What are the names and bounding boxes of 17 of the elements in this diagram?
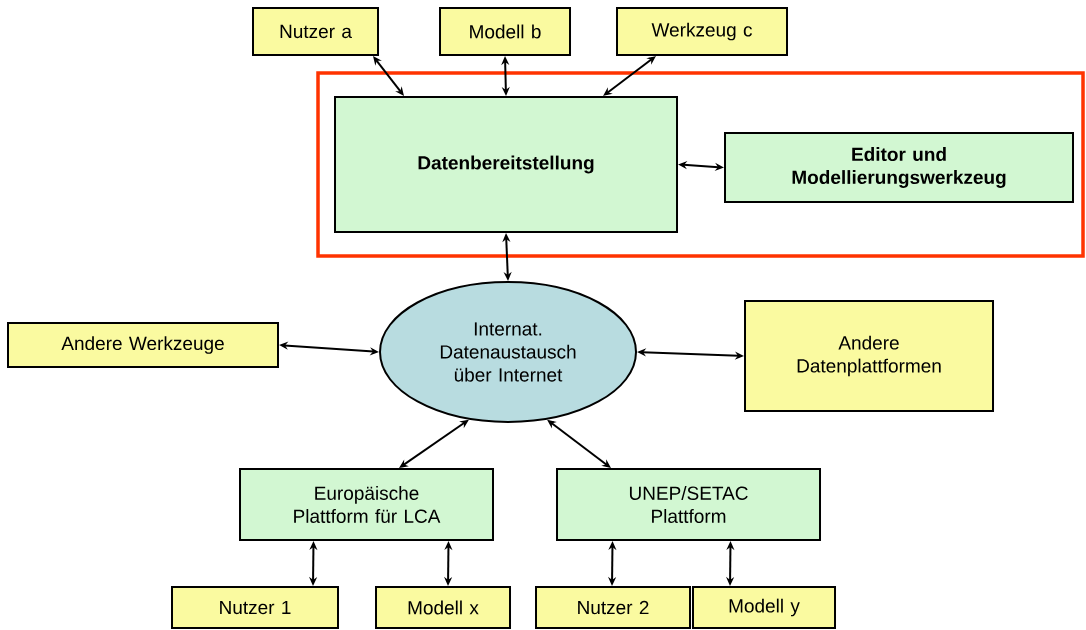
label-box: Modell x [375,586,511,629]
label-box: Andere Datenplattformen [744,300,994,412]
platform-box: UNEP/SETAC Plattform [556,468,821,541]
component-box: Datenbereitstellung [334,96,678,233]
platform-box: Europäische Plattform für LCA [239,468,494,541]
arrow [603,56,656,96]
label-box: Nutzer 2 [535,586,691,629]
label-box: Nutzer a [252,7,379,56]
label-box: Andere Werkzeuge [7,322,279,368]
label-box: Werkzeug c [616,7,788,56]
label-box: Modell b [439,7,571,56]
arrow [399,419,469,468]
group-frame [316,71,1085,258]
label-box: Modell y [692,586,836,629]
component-box: Editor und Modellierungswerkzeug [724,132,1074,203]
label-box: Nutzer 1 [171,586,339,629]
arrow [373,56,404,96]
